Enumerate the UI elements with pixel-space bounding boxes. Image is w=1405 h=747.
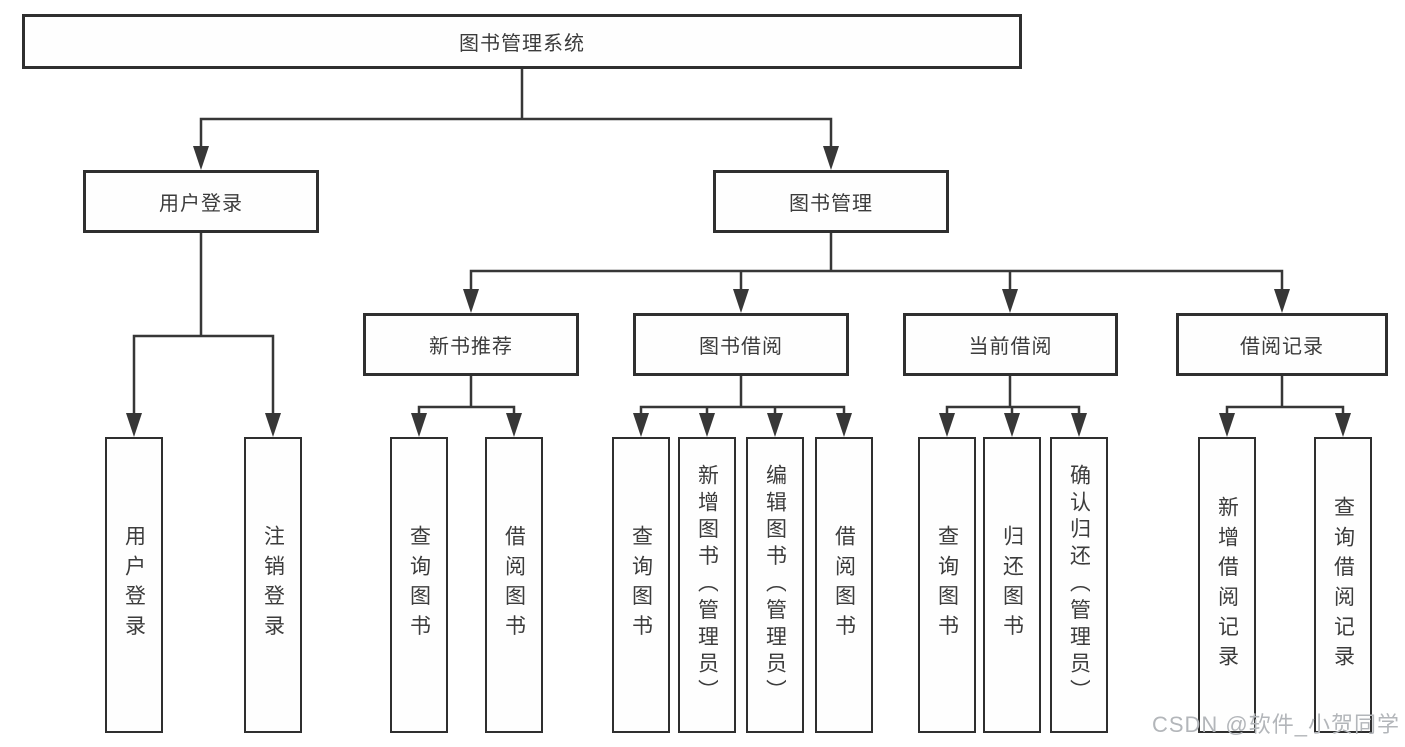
leaf-borrow-books-recommend: 借阅图书 (485, 437, 543, 733)
node-book-borrowing: 图书借阅 (633, 313, 849, 376)
arrow-down-icon (733, 289, 749, 313)
leaf-label: 注销登录 (262, 525, 284, 645)
leaf-borrow-books: 借阅图书 (815, 437, 873, 733)
arrow-down-icon (265, 413, 281, 437)
leaf-return-book: 归还图书 (983, 437, 1041, 733)
arrow-down-icon (767, 413, 783, 437)
arrow-down-icon (1004, 413, 1020, 437)
leaf-label: 编辑图书（管理员） (764, 464, 786, 706)
arrow-down-icon (633, 413, 649, 437)
leaf-user-login: 用户登录 (105, 437, 163, 733)
leaf-add-book-admin: 新增图书（管理员） (678, 437, 736, 733)
arrow-down-icon (699, 413, 715, 437)
arrow-down-icon (1219, 413, 1235, 437)
leaf-label: 确认归还（管理员） (1068, 464, 1090, 706)
arrow-down-icon (1002, 289, 1018, 313)
leaf-logout: 注销登录 (244, 437, 302, 733)
connector-newbook-to-leaves (417, 374, 516, 416)
node-library-management-system: 图书管理系统 (22, 14, 1022, 69)
node-book-management: 图书管理 (713, 170, 949, 233)
leaf-confirm-return-admin: 确认归还（管理员） (1050, 437, 1108, 733)
arrowheads (126, 146, 1351, 437)
leaf-label: 用户登录 (123, 525, 145, 645)
leaf-query-borrow-record: 查询借阅记录 (1314, 437, 1372, 733)
node-user-login: 用户登录 (83, 170, 319, 233)
connector-current-to-leaves (945, 374, 1081, 416)
node-borrowing-records: 借阅记录 (1176, 313, 1388, 376)
leaf-add-borrow-record: 新增借阅记录 (1198, 437, 1256, 733)
arrow-down-icon (1335, 413, 1351, 437)
leaf-label: 查询借阅记录 (1332, 495, 1354, 675)
connector-userlogin-to-leaves (132, 231, 275, 416)
connector-records-to-leaves (1225, 374, 1345, 416)
arrow-down-icon (823, 146, 839, 170)
leaf-label: 查询图书 (936, 525, 958, 645)
leaf-query-books-recommend: 查询图书 (390, 437, 448, 733)
connector-root-to-level2 (199, 67, 833, 149)
arrow-down-icon (411, 413, 427, 437)
leaf-query-books-borrowing: 查询图书 (612, 437, 670, 733)
csdn-watermark: CSDN @软件_小贺同学 (1151, 712, 1400, 737)
leaf-label: 查询图书 (408, 525, 430, 645)
arrow-down-icon (463, 289, 479, 313)
arrow-down-icon (506, 413, 522, 437)
arrow-down-icon (126, 413, 142, 437)
leaf-label: 新增图书（管理员） (696, 464, 718, 706)
connector-borrowing-to-leaves (639, 374, 846, 416)
leaf-label: 归还图书 (1001, 525, 1023, 645)
arrow-down-icon (939, 413, 955, 437)
arrow-down-icon (1071, 413, 1087, 437)
leaf-edit-book-admin: 编辑图书（管理员） (746, 437, 804, 733)
node-new-book-recommendation: 新书推荐 (363, 313, 579, 376)
leaf-label: 新增借阅记录 (1216, 495, 1238, 675)
leaf-label: 查询图书 (630, 525, 652, 645)
arrow-down-icon (1274, 289, 1290, 313)
leaf-label: 借阅图书 (503, 525, 525, 645)
leaf-query-books-current: 查询图书 (918, 437, 976, 733)
arrow-down-icon (836, 413, 852, 437)
connector-bookmgmt-to-level3 (469, 231, 1284, 292)
arrow-down-icon (193, 146, 209, 170)
leaf-label: 借阅图书 (833, 525, 855, 645)
node-current-borrowing: 当前借阅 (903, 313, 1118, 376)
